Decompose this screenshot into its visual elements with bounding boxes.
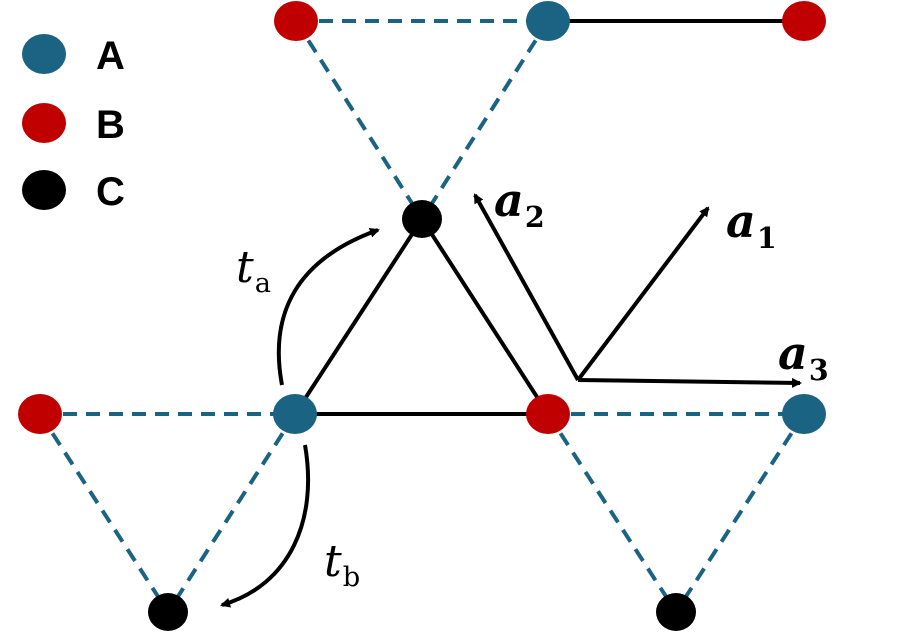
site-c <box>402 200 442 238</box>
dashed-bond <box>546 412 678 614</box>
lattice-sites <box>18 1 826 631</box>
vector-a3-subscript: 3 <box>808 352 829 387</box>
legend-label-b: B <box>96 103 125 147</box>
hopping-ta-subscript: a <box>254 268 271 300</box>
vector-a1-label: a1 <box>726 198 777 252</box>
vector-a1-symbol: a <box>726 194 756 248</box>
hopping-arrows <box>220 228 380 608</box>
legend-marker-b <box>22 103 66 143</box>
vector-a2-symbol: a <box>494 173 524 227</box>
legend-markers <box>22 34 66 210</box>
solid-bond <box>420 217 550 416</box>
solid-bonds <box>293 19 804 416</box>
legend-marker-a <box>22 34 66 74</box>
hopping-ta-arrow <box>276 228 380 386</box>
site-b <box>274 1 318 41</box>
dashed-bond <box>38 412 170 614</box>
dashed-bonds <box>38 19 806 614</box>
legend-marker-c <box>22 170 66 210</box>
site-a <box>526 1 570 41</box>
dashed-bond <box>674 412 806 614</box>
hopping-ta-label: ta <box>236 246 271 298</box>
site-b <box>782 1 826 41</box>
vector-a1-subscript: 1 <box>756 220 777 255</box>
vector-a3-arrow <box>577 377 802 388</box>
solid-bond <box>293 217 424 416</box>
hopping-tb-arrow <box>220 444 311 608</box>
site-c <box>656 593 696 631</box>
hopping-tb-symbol: t <box>324 536 342 587</box>
legend-label-c: C <box>96 170 125 214</box>
legend-label-a: A <box>96 34 125 78</box>
site-a <box>782 394 826 434</box>
hopping-tb-subscript: b <box>342 562 361 594</box>
vector-a3-symbol: a <box>778 326 808 380</box>
site-b <box>18 394 62 434</box>
dashed-bond <box>294 19 424 221</box>
vector-a1-arrow <box>576 206 710 382</box>
vector-a2-arrow <box>473 193 580 381</box>
site-a <box>273 394 317 434</box>
dashed-bond <box>420 19 550 221</box>
vector-a3-label: a3 <box>778 330 829 384</box>
lattice-vectors <box>473 193 802 388</box>
hopping-ta-symbol: t <box>236 242 254 293</box>
vector-a2-subscript: 2 <box>524 199 545 234</box>
dashed-bond <box>166 412 297 614</box>
site-c <box>148 593 188 631</box>
vector-a2-label: a2 <box>494 177 545 231</box>
hopping-tb-label: tb <box>324 540 360 592</box>
site-b <box>526 394 570 434</box>
